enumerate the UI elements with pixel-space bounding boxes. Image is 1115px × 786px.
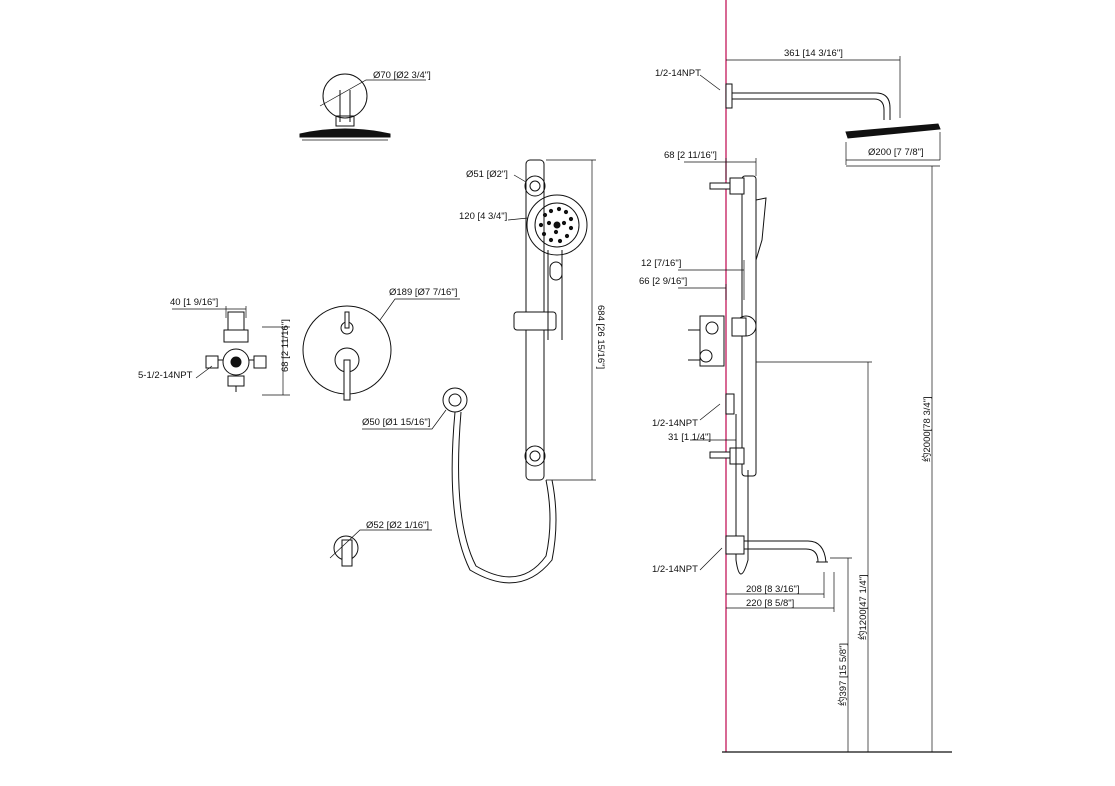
tub-spout-side-view: 1/2-14NPT 208 [8 3/16"] 220 [8 5/8"] <box>652 535 835 612</box>
arm-reach-label: 361 [14 3/16"] <box>784 48 843 59</box>
elbow-dia-label: Ø50 [Ø1 15/16"] <box>362 417 430 428</box>
bar-depth-label: 68 [2 11/16"] <box>664 150 717 161</box>
valve-height-floor-label: 约1200[47 1/4"] <box>857 574 869 640</box>
valve-side-view: 12 [7/16"] 66 [2 9/16"] <box>639 258 745 367</box>
trim-plate: Ø189 [Ø7 7/16"] <box>302 287 460 401</box>
spout-reach-208-label: 208 [8 3/16"] <box>746 584 800 595</box>
valve-height-label: 68 [2 11/16"] <box>280 319 291 372</box>
rain-head-front-view: Ø70 [Ø2 3/4"] <box>299 70 431 141</box>
valve-depth-66-label: 66 [2 9/16"] <box>639 276 687 287</box>
rain-head-side-view: 1/2-14NPT 361 [14 3/16"] Ø200 [7 7/8"] <box>655 48 941 165</box>
valve-width-label: 40 [1 9/16"] <box>170 297 218 308</box>
spout-reach-220-label: 220 [8 5/8"] <box>746 598 794 609</box>
tub-spout-front: Ø52 [Ø2 1/16"] <box>329 520 432 567</box>
arm-npt-label: 1/2-14NPT <box>655 68 701 79</box>
elbow-depth-label: 31 [1 1/4"] <box>668 432 711 443</box>
slide-bar-height-label: 684 [26 15/16"] <box>595 305 606 369</box>
slide-bar-assembly: Ø51 [Ø2"] 120 [4 3/4"] 684 [26 15/16"] <box>451 159 606 584</box>
trim-plate-dia-label: Ø189 [Ø7 7/16"] <box>389 287 457 298</box>
rain-head-dia-label: Ø200 [7 7/8"] <box>868 147 924 158</box>
wall-elbow: Ø50 [Ø1 15/16"] <box>362 387 468 430</box>
handshower-head-size-label: 120 [4 3/4"] <box>459 211 507 222</box>
total-height-label: 约2000[78 3/4"] <box>921 396 933 462</box>
slide-bar-side-view: 68 [2 11/16"] <box>664 150 767 477</box>
spout-npt-label: 1/2-14NPT <box>652 564 698 575</box>
spout-flange-dia-label: Ø52 [Ø2 1/16"] <box>366 520 429 531</box>
wall-offset-12-label: 12 [7/16"] <box>641 258 681 269</box>
floor-height-dimensions: 约2000[78 3/4"] 约1200[47 1/4"] 约397 [15 5… <box>756 165 940 752</box>
valve-ports-label: 5-1/2-14NPT <box>138 370 193 381</box>
spout-height-floor-label: 约397 [15 5/8"] <box>837 643 849 706</box>
handshower-mount-dia-label: Ø51 [Ø2"] <box>466 169 508 180</box>
shower-arm-dia-label: Ø70 [Ø2 3/4"] <box>373 70 431 81</box>
rough-in-valve: 40 [1 9/16"] 68 [2 11/16"] 5-1/2-14NPT <box>138 297 291 396</box>
elbow-side-view: 1/2-14NPT 31 [1 1/4"] <box>652 393 749 575</box>
elbow-npt-label: 1/2-14NPT <box>652 418 698 429</box>
